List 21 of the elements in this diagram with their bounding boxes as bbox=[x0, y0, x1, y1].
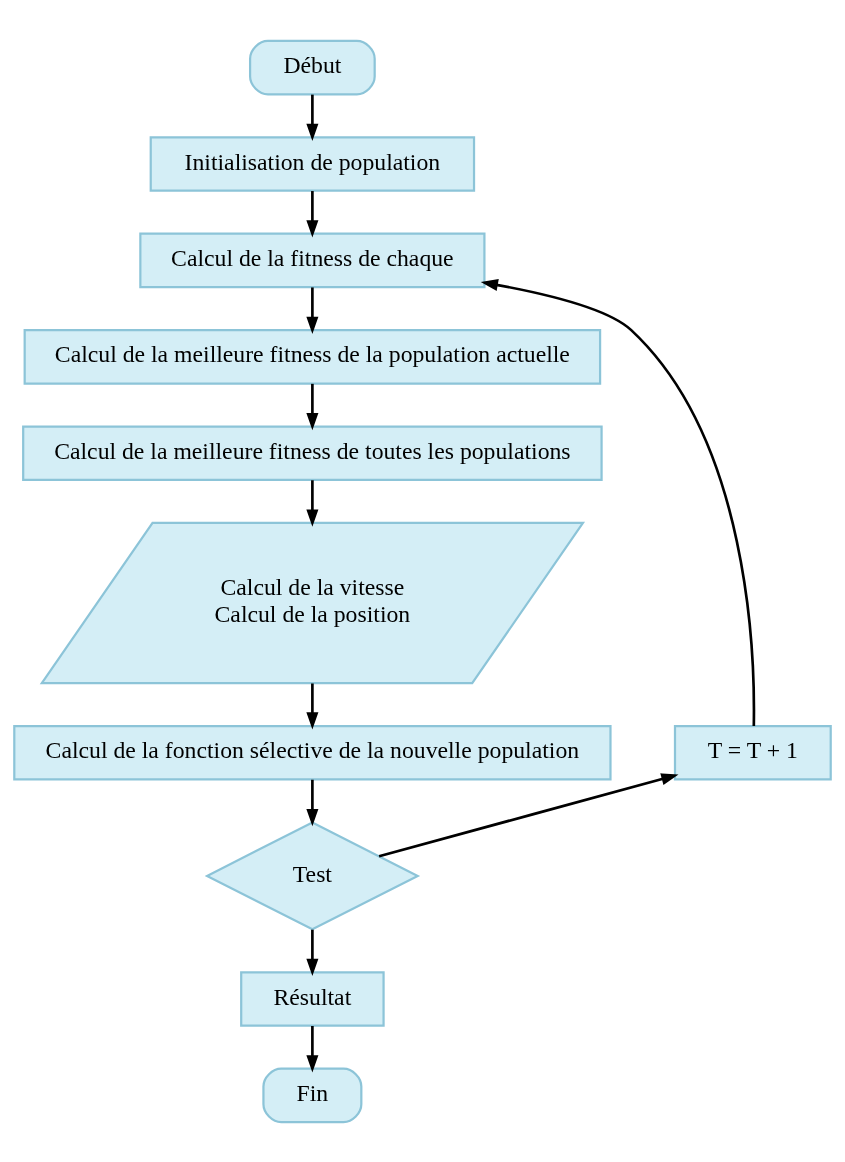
arrow bbox=[306, 383, 319, 430]
node-box: T = T + 1 bbox=[673, 724, 832, 781]
node-box: Calcul de la meilleure fitness de toutes les populations bbox=[22, 424, 603, 481]
node-box: Initialisation de population bbox=[149, 135, 476, 192]
arrow bbox=[480, 278, 756, 726]
node-box: Calcul de la meilleure fitness de la population actuelle bbox=[23, 328, 602, 385]
arrow bbox=[306, 1025, 319, 1072]
arrow bbox=[306, 94, 319, 141]
node-box: Calcul de la fitness de chaque bbox=[139, 232, 486, 288]
arrow bbox=[378, 772, 679, 857]
arrow bbox=[306, 479, 319, 527]
node-box: Calcul de la fonction sélective de la nouvelle population bbox=[13, 724, 612, 781]
arrow bbox=[306, 286, 319, 334]
node-box: Résultat bbox=[240, 970, 385, 1027]
arrow bbox=[306, 929, 319, 976]
arrow bbox=[306, 779, 319, 826]
node-box: Début bbox=[249, 39, 376, 95]
node-diamond: Test bbox=[204, 820, 421, 930]
arrow bbox=[306, 683, 319, 730]
arrow bbox=[306, 190, 319, 237]
node-box: Fin bbox=[262, 1067, 363, 1123]
